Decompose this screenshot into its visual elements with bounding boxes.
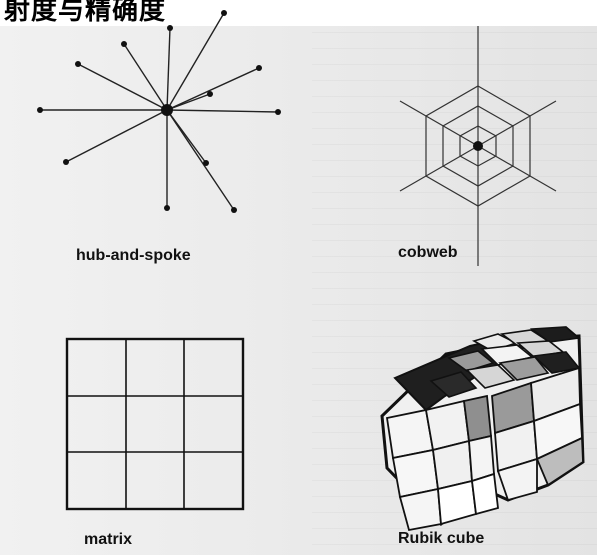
matrix-label: matrix — [84, 531, 132, 549]
cobweb-label: cobweb — [398, 244, 458, 262]
hub-and-spoke-diagram — [40, 13, 278, 210]
matrix-diagram — [67, 339, 243, 509]
rubik-cube-diagram — [382, 327, 583, 530]
cobweb-center-node — [473, 141, 483, 151]
rubik-cube-label: Rubik cube — [398, 530, 484, 548]
hub-and-spoke-label: hub-and-spoke — [76, 247, 191, 265]
